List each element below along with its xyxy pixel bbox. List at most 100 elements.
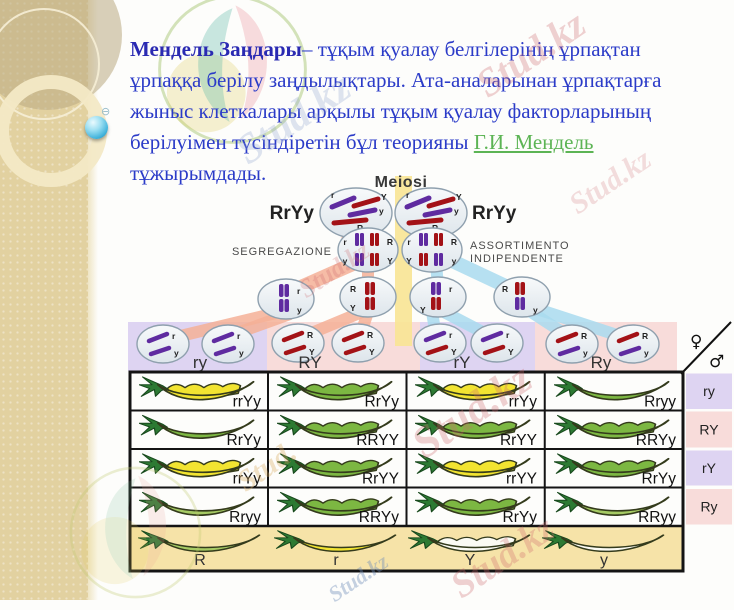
genotype-label: rrYy — [233, 394, 262, 411]
punnett-cell: Rryy — [139, 491, 261, 526]
punnett-cell: rrYy — [139, 452, 261, 488]
allele-label: r — [333, 552, 339, 569]
punnett-cell: rrYy — [139, 375, 262, 411]
allele-letter: r — [172, 331, 176, 341]
allele-letter: y — [583, 348, 588, 358]
genotype-label: RrYy — [642, 471, 677, 488]
gamete-group-label: Ry — [591, 353, 612, 372]
watermark-stud-kz: Stud.kz — [443, 507, 563, 607]
allele-letter: y — [174, 348, 179, 358]
allele-letter: r — [506, 330, 510, 340]
genotype-label: RrYY — [500, 432, 537, 449]
intro-paragraph: Мендель Заңдары– тұқым қуалау белгілерін… — [130, 34, 710, 189]
haploid-cell: R y — [493, 276, 551, 318]
allele-letter: r — [331, 190, 335, 200]
gamete-cell: R y — [545, 324, 599, 364]
allele-letter: Y — [420, 305, 426, 315]
punnett-cell: RrYY — [277, 452, 399, 488]
punnett-cell: Rryy — [554, 375, 676, 411]
haploid-cell: R Y — [339, 276, 397, 318]
assortment-label-line2: INDIPENDENTE — [470, 253, 564, 265]
punnett-cell: RrYY — [415, 414, 537, 449]
punnett-cell: RrYy — [277, 375, 400, 411]
allele-label: R — [194, 552, 206, 569]
allele-letter: R — [387, 237, 393, 247]
parent-genotype-right: RrYy — [472, 203, 517, 224]
allele-letter: R — [367, 330, 373, 340]
allele-letter: Y — [350, 303, 356, 313]
male-symbol: ♂ — [709, 352, 724, 372]
gamete-band-row — [128, 322, 677, 371]
paragraph-lead-bold: Мендель Заңдары — [130, 37, 302, 61]
mendel-hyperlink[interactable]: Г.И. Мендель — [473, 130, 594, 154]
genotype-label: RrYY — [362, 471, 399, 488]
row-header-label: rY — [702, 460, 717, 476]
parent-genotype-left: RrYy — [270, 203, 315, 224]
allele-letter: Y — [508, 347, 514, 357]
genotype-label: RrYy — [227, 432, 262, 449]
allele-letter: R — [350, 284, 356, 294]
allele-letter: R — [451, 237, 457, 247]
gamete-cell: r y — [136, 324, 190, 364]
minus-bullet-icon: ⊖ — [101, 105, 111, 118]
gamete-group-label: rY — [454, 353, 471, 372]
genotype-label: RRyy — [638, 509, 676, 526]
allele-letter: R — [357, 223, 363, 233]
genotype-label: RrYy — [365, 394, 400, 411]
gamete-cell: r Y — [413, 323, 467, 363]
allele-letter: R — [642, 331, 648, 341]
row-header-label: Ry — [700, 499, 717, 515]
gamete-group-label: RY — [298, 353, 321, 372]
allele-label: y — [600, 552, 608, 569]
watermark-stud: Stud. — [230, 434, 303, 499]
female-symbol: ♀ — [690, 332, 702, 352]
allele-letter: y — [297, 305, 302, 315]
watermark-stud-kz: Stud.kz — [293, 235, 375, 304]
segregation-label: SEGREGAZIONE — [232, 246, 332, 258]
punnett-cell: RRYY — [277, 414, 399, 449]
punnett-cell: RrYy — [415, 491, 537, 526]
meiosis-flow-bands — [170, 176, 628, 346]
watermark-stud-kz: Stud.kz — [323, 548, 393, 607]
metaphase-cell-right: r R Y y — [401, 227, 463, 273]
allele-letter: r — [237, 331, 241, 341]
haploid-cell: r y — [257, 278, 315, 320]
punnett-cell: rrYy — [415, 375, 538, 411]
genotype-label: Rryy — [229, 509, 261, 526]
allele-letter: Y — [451, 347, 457, 357]
strip-edge-highlight — [88, 0, 98, 600]
allele-letter: r — [297, 286, 301, 296]
allele-letter: r — [449, 330, 453, 340]
blue-sphere-decoration — [85, 116, 108, 139]
gamete-cell: R y — [606, 324, 660, 364]
gamete-cell: R Y — [331, 323, 385, 363]
allele-letter: Y — [406, 256, 412, 266]
punnett-corner: ♀ ♂ — [680, 321, 732, 375]
allele-letter: y — [454, 206, 459, 216]
row-header-label: ry — [703, 383, 715, 399]
allele-letter: r — [343, 237, 347, 247]
punnett-row-headers: ry RY rY Ry — [686, 373, 732, 525]
allele-letter: R — [581, 331, 587, 341]
genotype-label: rrYY — [506, 471, 537, 488]
haploid-cell: r Y — [409, 276, 467, 318]
watermark-stud-kz: Stud.kz — [402, 352, 541, 469]
genotype-label: Rryy — [644, 394, 676, 411]
allele-letter: y — [239, 348, 244, 358]
allele-letter: Y — [456, 192, 462, 202]
punnett-cell: RRYy — [554, 414, 676, 449]
allele-letter: Y — [369, 347, 375, 357]
allele-letter: y — [379, 206, 384, 216]
allele-letter: R — [502, 284, 508, 294]
gamete-cell: r Y — [470, 323, 524, 363]
allele-letter: y — [533, 305, 538, 315]
allele-letter: R — [307, 330, 313, 340]
assortment-label-line1: ASSORTIMENTO — [470, 240, 570, 252]
row-header-label: RY — [699, 422, 719, 438]
allele-letter: r — [449, 284, 453, 294]
allele-letter: y — [644, 348, 649, 358]
genotype-label: RRYY — [356, 432, 399, 449]
genotype-label: rrYy — [509, 394, 538, 411]
punnett-cell: RrYy — [139, 414, 262, 449]
punnett-cell: RRyy — [554, 491, 676, 526]
